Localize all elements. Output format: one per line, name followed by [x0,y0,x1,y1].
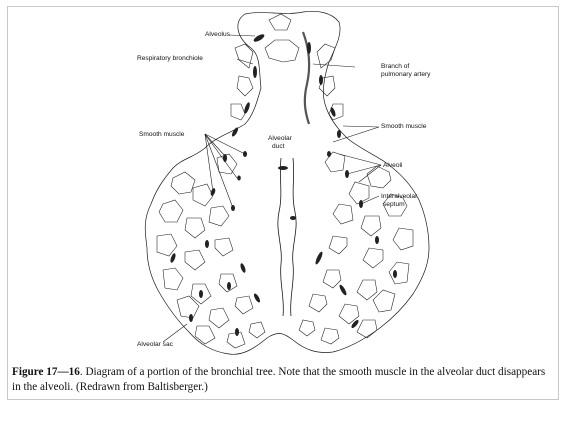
label-respiratory-bronchiole: Respiratory bronchiole [137,55,203,63]
label-smooth-muscle-right: Smooth muscle [381,123,426,131]
figure-caption: Figure 17—16. Diagram of a portion of th… [12,365,554,395]
label-interalveolar-septum-line1: Interalveolar [381,193,417,201]
label-interalveolar-septum-line2: septum [383,201,405,209]
label-alveoli: Alveoli [383,162,402,170]
label-alveolar-duct-line2: duct [272,143,284,151]
caption-text: . Diagram of a portion of the bronchial … [12,366,545,393]
label-smooth-muscle-left: Smooth muscle [139,131,184,139]
bronchial-tree-diagram: Alveolus Respiratory bronchiole Branch o… [133,8,451,360]
label-branch-of-pulmonary-artery-line1: Branch of [381,63,409,71]
label-alveolar-duct-line1: Alveolar [268,135,292,143]
label-branch-of-pulmonary-artery-line2: pulmonary artery [381,71,430,79]
alveolar-duct-stalk [278,158,284,316]
leader-lines [163,35,381,342]
label-alveolus: Alveolus [205,31,230,39]
figure-number: Figure 17—16 [12,366,80,378]
label-alveolar-sac: Alveolar sac [137,341,173,349]
alveolar-walls [157,14,413,348]
